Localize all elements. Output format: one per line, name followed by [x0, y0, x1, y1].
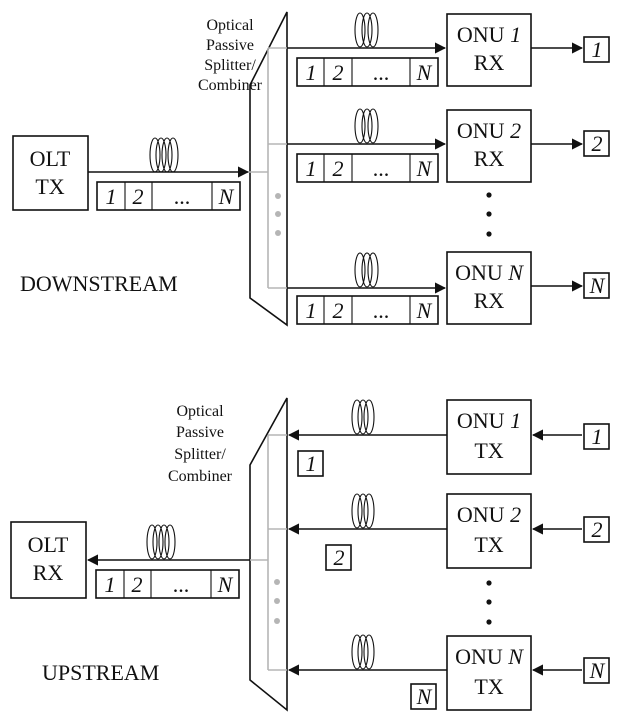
- upstream-section: Optical Passive Splitter/ Combiner OLT R…: [10, 397, 610, 712]
- downstream-splitter: [249, 11, 288, 327]
- onu-2-rx: 1 2 ... N ONU 2 RX 2: [287, 108, 610, 183]
- onu-1-rx: 1 2 ... N ONU 1 RX 1: [287, 12, 610, 87]
- fiber-coil-icon: [149, 137, 179, 173]
- upstream-splitter-label: Optical Passive Splitter/ Combiner: [168, 403, 233, 485]
- svg-text:ONU N: ONU N: [455, 260, 524, 285]
- svg-text:1: 1: [106, 184, 117, 209]
- svg-text:N: N: [589, 658, 606, 683]
- svg-text:1: 1: [592, 37, 603, 62]
- svg-text:...: ...: [373, 156, 390, 181]
- svg-text:2: 2: [592, 131, 603, 156]
- svg-text:TX: TX: [474, 674, 503, 699]
- downstream-section: Optical Passive Splitter/ Combiner OLT T…: [12, 11, 610, 327]
- svg-text:Combiner: Combiner: [198, 77, 263, 94]
- svg-text:RX: RX: [474, 288, 505, 313]
- svg-text:N: N: [416, 298, 433, 323]
- fiber-coil-icon: [146, 524, 176, 560]
- svg-text:N: N: [218, 184, 235, 209]
- svg-text:ONU 1: ONU 1: [457, 408, 521, 433]
- svg-text:...: ...: [373, 298, 390, 323]
- fiber-coil-icon: [354, 108, 379, 144]
- svg-text:RX: RX: [474, 50, 505, 75]
- svg-text:OLT: OLT: [30, 146, 71, 171]
- downstream-splitter-label: Optical Passive Splitter/ Combiner: [198, 17, 263, 94]
- svg-text:2: 2: [132, 572, 143, 597]
- svg-text:ONU 2: ONU 2: [457, 502, 521, 527]
- svg-text:TX: TX: [474, 532, 503, 557]
- svg-text:2: 2: [333, 60, 344, 85]
- svg-text:1: 1: [306, 156, 317, 181]
- svg-text:Passive: Passive: [206, 37, 254, 54]
- svg-text:1: 1: [105, 572, 116, 597]
- svg-text:...: ...: [373, 60, 390, 85]
- svg-text:Splitter/: Splitter/: [204, 57, 256, 74]
- olt-frame: 1 2 ... N: [96, 181, 241, 211]
- svg-text:Combiner: Combiner: [168, 468, 233, 485]
- svg-text:Splitter/: Splitter/: [174, 446, 226, 463]
- svg-text:2: 2: [334, 545, 345, 570]
- fiber-coil-icon: [351, 493, 375, 529]
- svg-text:N: N: [416, 60, 433, 85]
- olt-rx-box: OLT RX: [10, 521, 87, 599]
- svg-text:2: 2: [333, 298, 344, 323]
- svg-text:2: 2: [592, 517, 603, 542]
- svg-text:N: N: [416, 684, 433, 709]
- onu-n-frame: 1 2 ... N: [296, 295, 439, 325]
- svg-text:N: N: [416, 156, 433, 181]
- svg-text:ONU N: ONU N: [455, 644, 524, 669]
- onu-n-tx: N ONU N TX N: [287, 634, 610, 711]
- upstream-label: UPSTREAM: [42, 660, 159, 685]
- fiber-coil-icon: [351, 399, 375, 435]
- upstream-splitter: [249, 397, 288, 712]
- svg-text:Passive: Passive: [176, 424, 224, 441]
- fiber-coil-icon: [351, 634, 375, 670]
- svg-text:1: 1: [306, 298, 317, 323]
- olt-rx-frame: 1 2 ... N: [95, 569, 240, 599]
- svg-text:1: 1: [306, 60, 317, 85]
- svg-text:N: N: [589, 273, 606, 298]
- svg-text:TX: TX: [474, 438, 503, 463]
- svg-text:Optical: Optical: [176, 403, 224, 420]
- fiber-coil-icon: [354, 12, 379, 48]
- svg-text:2: 2: [133, 184, 144, 209]
- svg-text:OLT: OLT: [28, 532, 69, 557]
- olt-tx-box: OLT TX: [12, 135, 89, 211]
- svg-text:1: 1: [592, 424, 603, 449]
- svg-text:2: 2: [333, 156, 344, 181]
- onu-1-tx: 1 ONU 1 TX 1: [287, 399, 610, 477]
- svg-text:TX: TX: [35, 174, 64, 199]
- svg-text:RX: RX: [474, 146, 505, 171]
- svg-text:...: ...: [173, 572, 190, 597]
- onu-2-frame: 1 2 ... N: [296, 153, 439, 183]
- svg-text:ONU 2: ONU 2: [457, 118, 521, 143]
- onu-n-rx: 1 2 ... N ONU N RX N: [287, 251, 610, 325]
- svg-text:N: N: [217, 572, 234, 597]
- svg-text:ONU 1: ONU 1: [457, 22, 521, 47]
- fiber-coil-icon: [354, 252, 379, 288]
- svg-text:RX: RX: [33, 560, 64, 585]
- onu-2-tx: 2 ONU 2 TX 2: [287, 493, 610, 571]
- onu-1-frame: 1 2 ... N: [296, 57, 439, 87]
- svg-text:Optical: Optical: [206, 17, 254, 34]
- svg-text:1: 1: [306, 451, 317, 476]
- svg-text:...: ...: [174, 184, 191, 209]
- downstream-label: DOWNSTREAM: [20, 271, 178, 296]
